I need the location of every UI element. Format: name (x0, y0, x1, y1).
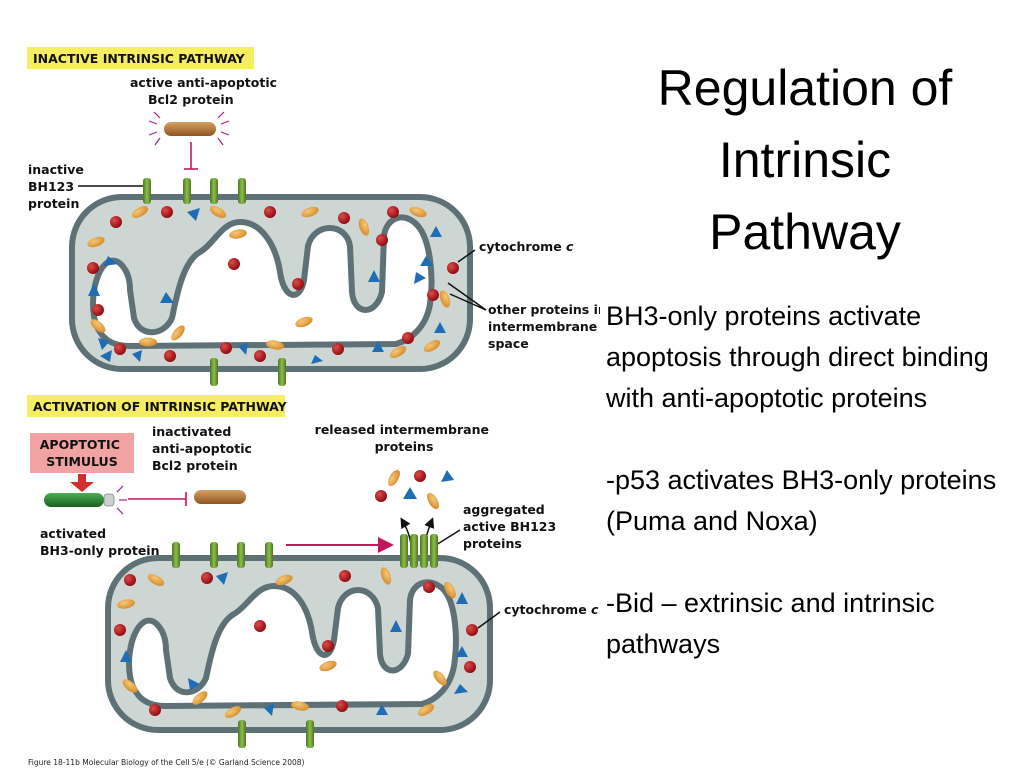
svg-text:active anti-apoptotic Bc: active anti-apoptotic Bcl2 protein (130, 75, 281, 107)
other-proteins-line2: intermembrane (488, 319, 597, 334)
figure-caption: Figure 18-11b Molecular Biology of the C… (28, 758, 305, 767)
svg-text:aggregated active BH123: aggregated active BH123 proteins (463, 502, 561, 551)
bh123-proteins-bottom (172, 534, 438, 748)
inactivated-bcl2-protein (194, 490, 246, 504)
bh123-proteins-top (143, 178, 286, 386)
heading-bg-2 (27, 395, 285, 417)
inhibition-symbol (184, 142, 198, 170)
active-bcl2-protein (148, 111, 230, 146)
title-line-1: Regulation of (657, 60, 953, 116)
slide-title: Regulation of Intrinsic Pathway (590, 52, 1020, 268)
svg-text:activated BH3-only prote: activated BH3-only protein (40, 526, 159, 558)
released-line1: released intermembrane (315, 422, 489, 437)
inactivated-line3: Bcl2 protein (152, 458, 238, 473)
aggregated-pointer (435, 529, 461, 546)
cyt-pointer-bottom (477, 611, 501, 629)
other-proteins-line1: other proteins in (488, 302, 600, 317)
stimulus-box (30, 433, 134, 473)
activated-line2: BH3-only protein (40, 543, 159, 558)
bh123-label-line1: inactive (28, 162, 84, 177)
inactivated-line2: anti-apoptotic (152, 441, 252, 456)
other-proteins-bottom (117, 567, 456, 718)
bullet-p53: -p53 activates BH3-only proteins (Puma a… (606, 465, 997, 536)
cristae-top (90, 214, 435, 349)
title-line-2: Intrinsic (718, 132, 892, 188)
svg-text:other proteins in interm: other proteins in intermembrane space (488, 302, 600, 351)
cristae-bottom (126, 579, 459, 709)
bcl2-label-line2: Bcl2 protein (148, 92, 234, 107)
panel-top-heading: INACTIVE INTRINSIC PATHWAY (33, 51, 246, 66)
inactivated-line1: inactivated (152, 424, 231, 439)
aggregated-line3: proteins (463, 536, 522, 551)
title-line-3: Pathway (709, 204, 901, 260)
other-proteins-pointers (447, 282, 487, 311)
mitochondrion-bottom (105, 534, 493, 748)
bh3-inhibits-bcl2 (128, 492, 187, 506)
heading-bg (27, 47, 254, 69)
aggregated-line1: aggregated (463, 502, 545, 517)
aggregated-line2: active BH123 (463, 519, 556, 534)
stimulus-line2: STIMULUS (46, 454, 117, 469)
stimulus-line1: APOPTOTIC (40, 437, 120, 452)
bh123-label-line3: protein (28, 196, 79, 211)
panel-activation: ACTIVATION OF INTRINSIC PATHWAY APOPTOTI… (27, 395, 599, 748)
activated-line1: activated (40, 526, 106, 541)
apoptosis-figure: INACTIVE INTRINSIC PATHWAY active anti-a… (27, 47, 600, 767)
svg-text:released intermembrane p: released intermembrane proteins (315, 422, 494, 454)
stimulus-arrow (70, 474, 94, 492)
released-proteins (375, 469, 454, 510)
other-proteins-line3: space (488, 336, 529, 351)
panel-inactive: INACTIVE INTRINSIC PATHWAY active anti-a… (27, 47, 600, 386)
triangles-top (88, 208, 446, 364)
panel-bottom-heading: ACTIVATION OF INTRINSIC PATHWAY (33, 399, 288, 414)
svg-text:APOPTOTIC STIMULUS: APOPTOTIC STIMULUS (40, 437, 125, 469)
cytochrome-c-top (87, 206, 459, 362)
bh123-label-line2: BH123 (28, 179, 74, 194)
bullet-bh3-only: BH3-only proteins activate apoptosis thr… (606, 301, 989, 413)
slide-body: BH3-only proteins activate apoptosis thr… (606, 296, 1016, 706)
other-proteins-top (87, 206, 451, 358)
svg-text:inactive BH123 pro: inactive BH123 protein (28, 162, 88, 211)
cytochrome-c-bottom (114, 570, 478, 716)
released-line2: proteins (375, 439, 434, 454)
activated-bh3-protein (44, 485, 127, 515)
triangles-bottom (120, 572, 468, 716)
bcl2-label-line1: active anti-apoptotic (130, 75, 277, 90)
cytochrome-label-top: cytochrome c (479, 239, 574, 254)
cyt-pointer-top (457, 249, 476, 263)
cytochrome-label-bottom: cytochrome c (504, 602, 599, 617)
svg-text:inactivated anti-apoptot: inactivated anti-apoptotic Bcl2 protein (152, 424, 256, 473)
bullet-bid: -Bid – extrinsic and intrinsic pathways (606, 588, 935, 659)
mitochondrion-top (69, 178, 473, 386)
